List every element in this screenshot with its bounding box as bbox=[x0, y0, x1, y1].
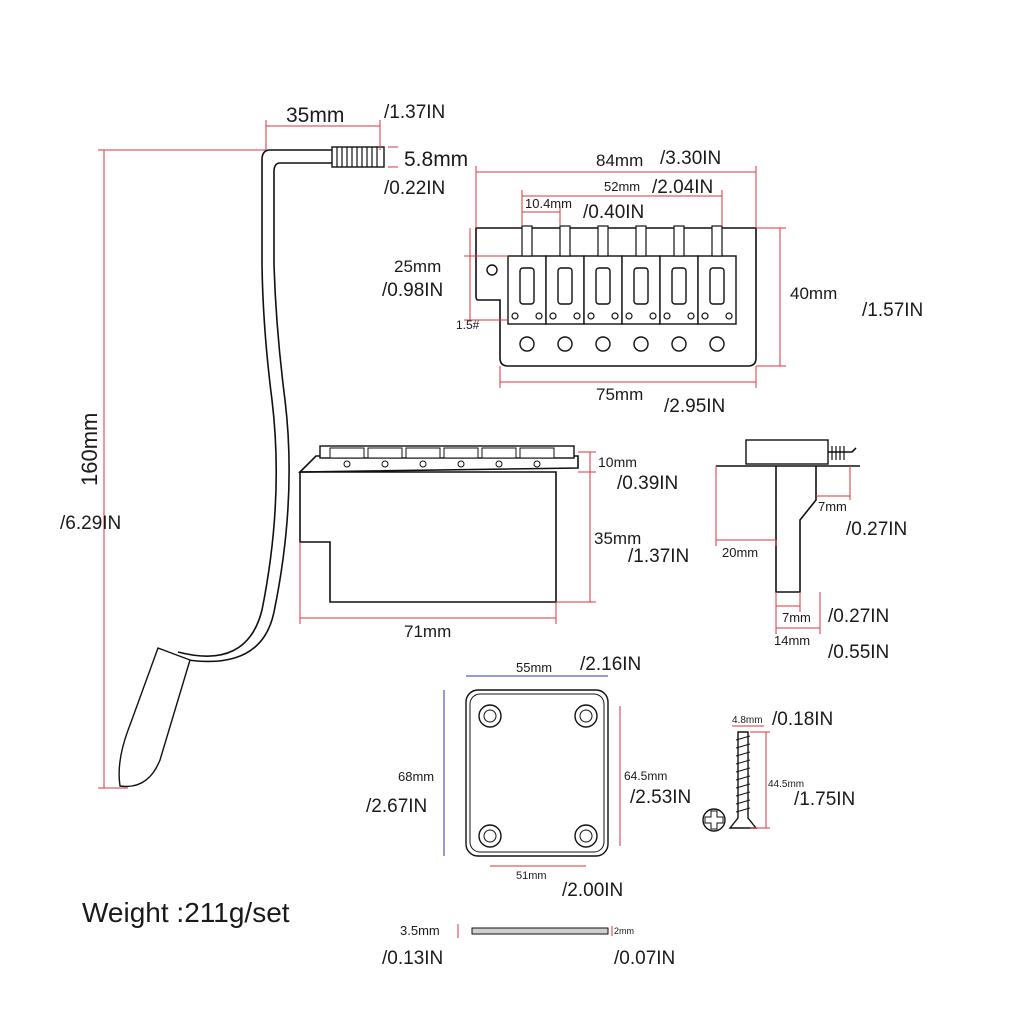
saddle-in: /0.98IN bbox=[382, 280, 443, 301]
neckplate-hole-height-in: /2.53IN bbox=[630, 787, 691, 808]
arm-dimensions bbox=[98, 120, 398, 789]
top-height-in: /0.39IN bbox=[617, 473, 678, 494]
shim-width-in: /0.13IN bbox=[382, 948, 443, 969]
screw-diameter-in: /0.18IN bbox=[772, 709, 833, 730]
saddle-row bbox=[507, 255, 737, 325]
arm-length-mm: 160mm bbox=[77, 413, 102, 486]
thread-mm: 5.8mm bbox=[404, 148, 468, 171]
screw-diameter-mm: 4.8mm bbox=[732, 715, 763, 726]
side-dimensions bbox=[715, 466, 851, 634]
holes-in: /2.95IN bbox=[664, 396, 725, 417]
neckplate-height-in: /2.67IN bbox=[366, 796, 427, 817]
shim-thickness-in: /0.07IN bbox=[614, 948, 675, 969]
block-width-mm: 71mm bbox=[404, 622, 451, 641]
neckplate-width-in: /2.16IN bbox=[580, 654, 641, 675]
top-height-mm: 10mm bbox=[598, 454, 637, 470]
arm-width-mm: 35mm bbox=[286, 104, 344, 127]
bridge-dimensions bbox=[464, 166, 786, 388]
side-7a-in: /0.27IN bbox=[846, 519, 907, 540]
screw-head-icon bbox=[702, 808, 726, 832]
holes-mm: 75mm bbox=[596, 385, 643, 404]
shim-width-mm: 3.5mm bbox=[400, 923, 440, 938]
side-20-mm: 20mm bbox=[722, 545, 758, 560]
spacing-mm: 10.4mm bbox=[525, 196, 572, 211]
thread-in: /0.22IN bbox=[384, 178, 445, 199]
screw-length-mm: 44.5mm bbox=[768, 779, 804, 790]
block-height-mm: 35mm bbox=[594, 529, 641, 548]
span-in: /2.04IN bbox=[652, 177, 713, 198]
arm-length-in: /6.29IN bbox=[60, 513, 121, 534]
plate-width-in: /3.30IN bbox=[660, 148, 721, 169]
side-14-mm: 14mm bbox=[774, 633, 810, 648]
plate-depth-mm: 40mm bbox=[790, 284, 837, 303]
bridge-plate-icon bbox=[475, 225, 757, 367]
side-7a-mm: 7mm bbox=[818, 499, 847, 514]
tremolo-block-icon bbox=[298, 445, 579, 603]
screw-length-in: /1.75IN bbox=[794, 789, 855, 810]
side-7b-mm: 7mm bbox=[782, 610, 811, 625]
neckplate-hole-height-mm: 64.5mm bbox=[624, 769, 667, 783]
side-14-in: /0.55IN bbox=[828, 642, 889, 663]
neckplate-height-mm: 68mm bbox=[398, 769, 434, 784]
weight-label: Weight :211g/set bbox=[82, 897, 290, 928]
neckplate-width-mm: 55mm bbox=[516, 660, 552, 675]
block-dimensions bbox=[299, 451, 596, 624]
neckplate-hole-width-in: /2.00IN bbox=[562, 880, 623, 901]
neckplate-hole-width-mm: 51mm bbox=[516, 870, 547, 882]
neck-plate-dimensions bbox=[443, 675, 621, 867]
saddle-mm: 25mm bbox=[394, 257, 441, 276]
neck-plate-icon bbox=[465, 689, 609, 857]
shim-thickness-mm: 2mm bbox=[614, 926, 634, 936]
tremolo-arm-icon bbox=[118, 146, 385, 788]
shim-icon bbox=[471, 927, 609, 935]
side-profile-icon bbox=[716, 439, 860, 593]
screw-icon bbox=[728, 731, 758, 829]
spacing-in: /0.40IN bbox=[583, 202, 644, 223]
span-mm: 52mm bbox=[604, 179, 640, 194]
arm-width-in: /1.37IN bbox=[384, 102, 445, 123]
hex-size: 1.5# bbox=[456, 318, 480, 332]
block-height-in: /1.37IN bbox=[628, 546, 689, 567]
plate-width-mm: 84mm bbox=[596, 151, 643, 170]
plate-depth-in: /1.57IN bbox=[862, 300, 923, 321]
screw-dimensions bbox=[732, 725, 770, 829]
side-7b-in: /0.27IN bbox=[828, 606, 889, 627]
